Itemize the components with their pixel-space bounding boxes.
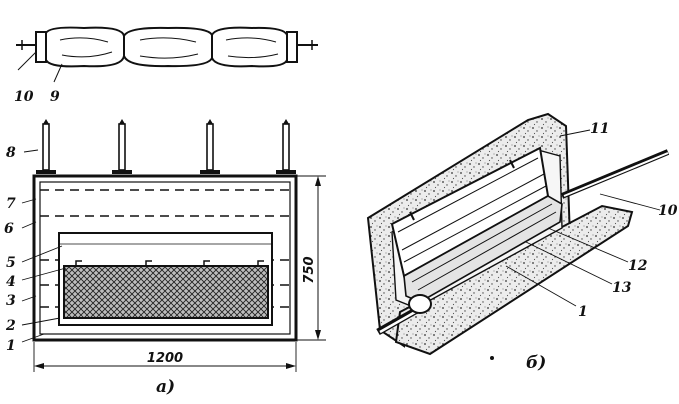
label-10-box: 10: [658, 203, 678, 219]
pin: [36, 119, 56, 174]
mesh-panel: [63, 265, 269, 319]
label-8: 8: [6, 145, 16, 161]
label-12: 12: [628, 258, 648, 274]
label-3: 3: [6, 293, 16, 309]
width-dimension: 1200: [33, 342, 297, 372]
roll-view: 10 9: [14, 26, 318, 105]
roll-pad-3: [211, 26, 288, 68]
caption-a: а): [156, 377, 175, 397]
label-5: 5: [6, 255, 16, 271]
roll-clamp-right: [286, 31, 298, 63]
roll-pad-1: [45, 26, 125, 68]
inner-frame-outline: [39, 181, 291, 335]
cutaway-view: 11 10 12 13 1 б): [366, 112, 678, 373]
caption-b: б): [526, 353, 546, 373]
label-9: 9: [50, 89, 60, 105]
pin: [276, 119, 296, 174]
dot-mark: [490, 356, 494, 360]
label-7: 7: [6, 196, 16, 212]
label-10-roll: 10: [14, 89, 34, 105]
pin: [112, 119, 132, 174]
label-6: 6: [4, 221, 14, 237]
label-2: 2: [5, 318, 16, 334]
hooks: [75, 260, 264, 266]
dimension-width: 1200: [147, 351, 183, 366]
height-dimension: 750: [296, 175, 326, 341]
pin: [200, 119, 220, 174]
pipe-end: [408, 294, 432, 314]
label-11: 11: [590, 121, 609, 137]
box-bottom-slab: [394, 204, 634, 356]
label-1: 1: [6, 338, 16, 354]
label-4: 4: [6, 274, 16, 290]
pins: [36, 119, 296, 174]
roll-pad-2: [123, 26, 213, 68]
label-1-box: 1: [578, 304, 588, 320]
label-13: 13: [612, 280, 632, 296]
dimension-height: 750: [302, 256, 317, 283]
roll-clamp-left: [35, 31, 47, 63]
front-view: 8 7 6 5 4 3 2 1 750 1200 а): [4, 119, 326, 397]
